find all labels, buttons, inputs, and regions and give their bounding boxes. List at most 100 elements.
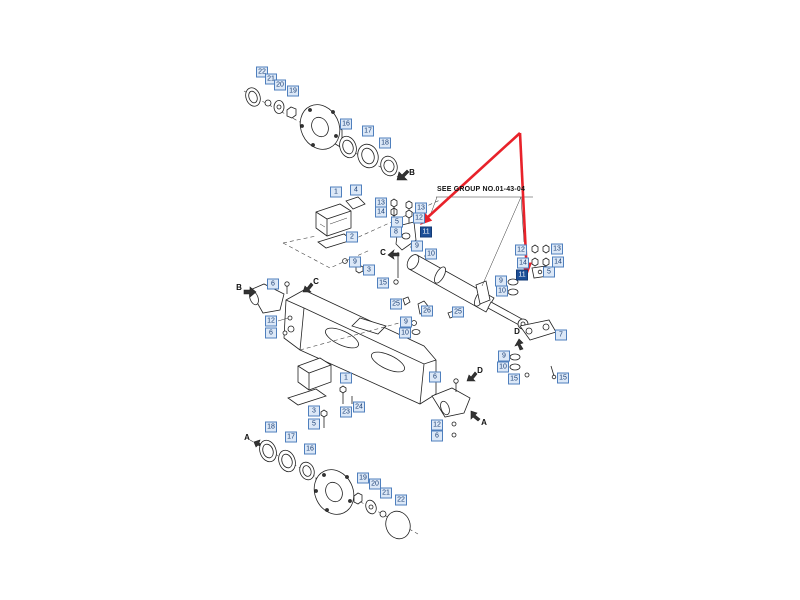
link-hole <box>525 327 533 335</box>
washer-21 <box>264 99 272 107</box>
hub-stud <box>311 143 315 147</box>
beam-hole <box>287 325 295 333</box>
callout-label: 16 <box>340 118 352 130</box>
hub-stud <box>345 475 349 479</box>
callout-label: 9 <box>400 316 412 328</box>
bolt-13 <box>542 244 550 254</box>
callout-label: 19 <box>287 85 299 97</box>
washer-21 <box>379 510 387 518</box>
seal-18-inner <box>262 443 274 459</box>
view-arrow-d-right <box>514 338 524 351</box>
callout-label: 14 <box>552 256 564 268</box>
hub-bore <box>325 481 343 503</box>
callout-label: 12 <box>515 244 527 256</box>
callout-label: 19 <box>357 472 369 484</box>
pin-6 <box>282 330 288 336</box>
cylinder-band <box>434 266 446 284</box>
pad-4 <box>345 196 366 210</box>
washer-14 <box>542 257 550 267</box>
callout-label: 3 <box>308 405 320 417</box>
view-marker: C <box>313 277 319 286</box>
callout-label: 5 <box>308 418 320 430</box>
top-hub-assembly <box>243 87 410 181</box>
callout-label: 25 <box>390 298 402 310</box>
nut-19 <box>286 106 297 119</box>
view-arrow-c-upper <box>387 249 400 260</box>
callout-label: 18 <box>265 421 277 433</box>
callout-label: 10 <box>425 248 437 260</box>
callout-label: 25 <box>452 306 464 318</box>
note-leader <box>520 196 525 243</box>
grease-fitting-15 <box>550 365 555 377</box>
note-leader <box>481 196 522 287</box>
hub-stud <box>348 499 352 503</box>
callout-label: 3 <box>363 264 375 276</box>
bolt-12 <box>531 244 539 254</box>
callout-label: 23 <box>340 406 352 418</box>
callout-label: 9 <box>411 240 423 252</box>
callout-label-highlighted: 11 <box>516 269 528 281</box>
kingpin-bore <box>401 232 411 240</box>
upper-mount-assembly <box>282 196 441 274</box>
cylinder-end-cap <box>406 254 420 270</box>
hub-stud <box>314 489 318 493</box>
view-marker: B <box>409 168 415 177</box>
pin-6 <box>451 432 457 438</box>
callout-label: 4 <box>350 184 362 196</box>
leader-line <box>277 317 289 322</box>
callout-label: 12 <box>265 315 277 327</box>
guide-line <box>299 319 411 351</box>
callout-label: 17 <box>362 125 374 137</box>
callout-label: 6 <box>429 371 441 383</box>
washer-9 <box>509 353 521 361</box>
knuckle-body <box>249 283 285 314</box>
pointer-arrow-left <box>427 132 521 218</box>
view-arrow-b-left <box>243 286 257 298</box>
reference-note: SEE GROUP NO.01-43-04 <box>437 186 526 193</box>
callout-label: 15 <box>508 373 520 385</box>
callout-label: 10 <box>497 361 509 373</box>
washer-9 <box>342 258 348 264</box>
grease-fitting-15-tip <box>551 374 557 380</box>
grease-fitting-15 <box>393 279 399 285</box>
reference-leaders <box>429 196 533 287</box>
callout-label: 12 <box>413 212 425 224</box>
link-hole <box>542 323 550 331</box>
spindle <box>440 400 450 416</box>
bolt-25 <box>402 296 411 306</box>
bolt-3 <box>320 409 328 418</box>
callout-label: 22 <box>256 66 268 78</box>
view-marker: D <box>477 366 483 375</box>
ring-10 <box>507 288 519 296</box>
callout-label: 10 <box>399 327 411 339</box>
callout-label: 20 <box>274 79 286 91</box>
hub-stud <box>300 124 304 128</box>
beam-opening <box>325 327 359 349</box>
callout-label: 10 <box>496 285 508 297</box>
hub-bore <box>311 116 329 138</box>
washer-14 <box>531 257 539 267</box>
callout-label: 16 <box>304 443 316 455</box>
bearing-17-inner <box>342 139 354 155</box>
ring-10 <box>411 329 421 335</box>
callout-label: 7 <box>555 329 567 341</box>
guide-line <box>282 235 317 244</box>
bearing-17-inner <box>281 453 293 469</box>
callout-label: 8 <box>390 226 402 238</box>
callout-label: 21 <box>380 487 392 499</box>
hub-stud <box>325 508 329 512</box>
steering-cylinder <box>406 254 529 330</box>
washer-12 <box>287 315 293 321</box>
pin-5 <box>537 269 543 275</box>
beam-tab <box>351 317 387 335</box>
view-arrow-c-left <box>302 282 314 293</box>
callout-label: 9 <box>498 350 510 362</box>
bolt-23-head <box>339 385 347 394</box>
beam-edge <box>419 363 425 405</box>
view-arrow-a-right <box>470 410 481 422</box>
callout-label: 9 <box>349 256 361 268</box>
view-marker: D <box>514 327 520 336</box>
lower-mount-assembly <box>287 357 353 428</box>
left-steering-knuckle <box>243 281 314 336</box>
